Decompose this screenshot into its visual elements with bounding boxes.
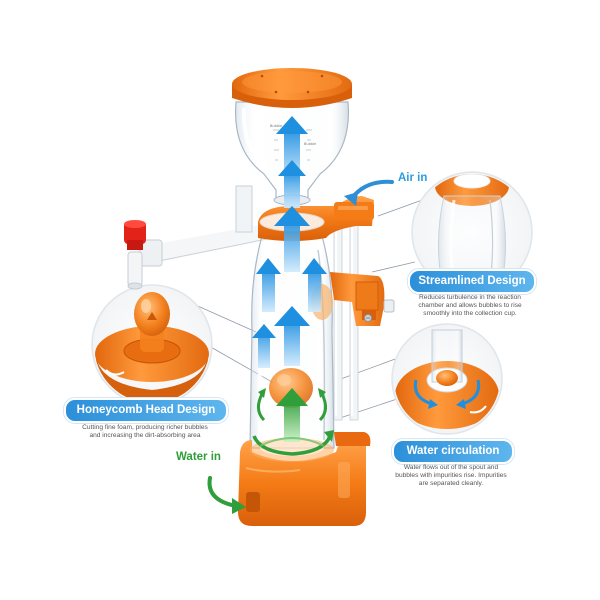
green-swirl-arrow-icons (252, 388, 334, 456)
inlet-pipe (124, 185, 273, 290)
air-in-arrow-icon (344, 179, 394, 206)
blue-up-arrow-icon (252, 324, 276, 368)
water-circulation-title: Water circulation (392, 439, 514, 464)
skimmer-base (238, 432, 371, 526)
blue-up-arrow-icons (252, 116, 327, 368)
streamlined-design-description: Reduces turbulence in the reaction chamb… (418, 294, 522, 317)
blue-up-arrow-icon (274, 306, 310, 366)
blue-up-arrow-icon (274, 206, 310, 272)
honeycomb-head-design-title: Honeycomb Head Design (64, 398, 228, 423)
detail-circle-honeycomb (91, 284, 213, 406)
cup-marking-left: Bubble (270, 124, 282, 128)
skimmer-body: Bubble Bubble (124, 68, 395, 526)
air-in-label: Air in (398, 172, 428, 184)
blue-up-arrow-icon (256, 258, 281, 312)
cup-measurement-marks (273, 129, 312, 161)
cup-lid (232, 68, 352, 108)
water-in-arrow-icon (207, 476, 246, 514)
cup-marking-right: Bubble (304, 142, 316, 146)
green-up-arrow-icon (276, 388, 308, 442)
green-swirl-arrow-icon (257, 388, 327, 422)
blue-up-arrow-icon (278, 160, 306, 208)
water-circulation-description: Water flows out of the spout and bubbles… (395, 464, 507, 487)
blue-up-arrow-icon (302, 258, 327, 312)
streamlined-design-title: Streamlined Design (408, 269, 536, 294)
green-swirl-arrow-icon (252, 430, 334, 456)
honeycomb-head-design-description: Cutting fine foam, producing richer bubb… (82, 424, 208, 439)
water-in-label: Water in (176, 451, 221, 463)
detail-circle-water (391, 323, 503, 435)
